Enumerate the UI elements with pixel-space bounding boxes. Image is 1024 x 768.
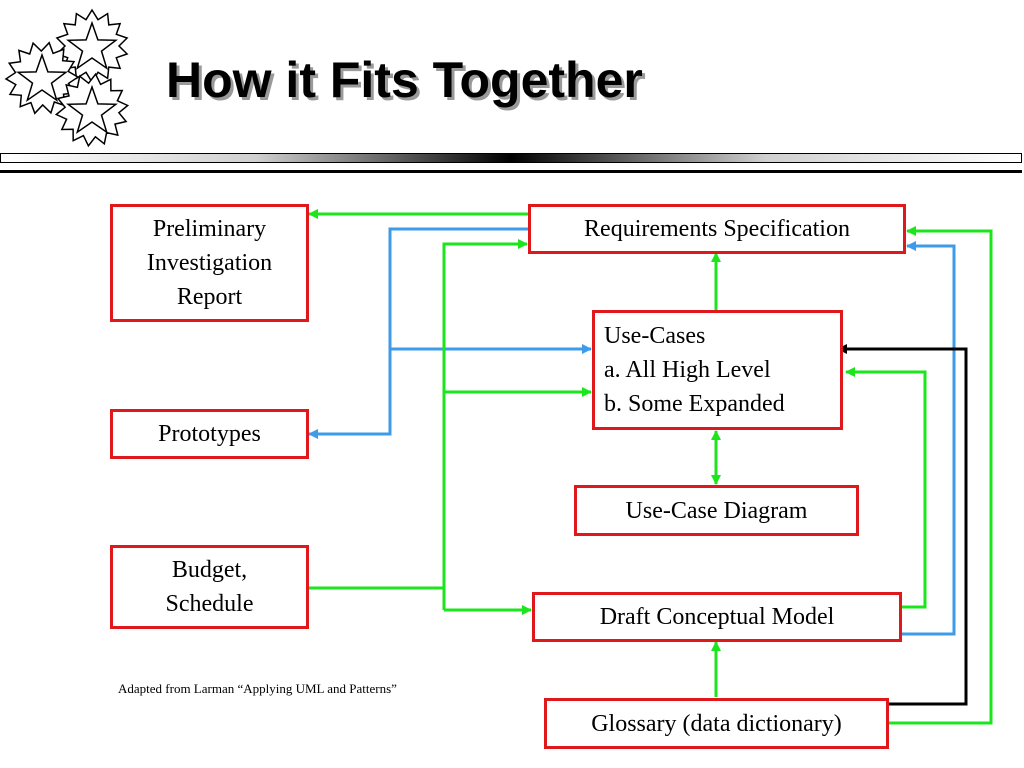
use-cases-box: Use-Cases a. All High Level b. Some Expa… [592, 310, 843, 430]
source-credit: Adapted from Larman “Applying UML and Pa… [118, 681, 397, 696]
title-divider-line [0, 170, 1022, 173]
slide-title: How it Fits Together [166, 52, 643, 108]
box-line: Use-Cases [604, 323, 706, 349]
box-line: Budget, [171, 557, 248, 583]
draft-conceptual-model-box: Draft Conceptual Model [532, 592, 902, 642]
star-icon [16, 52, 68, 103]
arrow-budget-to-requirements [442, 239, 528, 610]
box-line: Draft Conceptual Model [599, 604, 835, 630]
requirements-specification-box: Requirements Specification [528, 204, 906, 254]
box-line: b. Some Expanded [604, 391, 785, 417]
glossary-box: Glossary (data dictionary) [544, 698, 889, 749]
box-line: Prototypes [158, 421, 261, 447]
prototypes-box: Prototypes [110, 409, 309, 459]
box-line: Preliminary [152, 216, 267, 242]
arrow-conceptual-model-to-requirements [902, 241, 956, 636]
box-line: Investigation [146, 250, 273, 276]
box-line: Glossary (data dictionary) [591, 710, 842, 737]
box-line: Schedule [165, 591, 254, 617]
arrow-glossary-to-use-cases [837, 344, 968, 706]
box-line: Use-Case Diagram [625, 497, 808, 524]
stars-cluster-icon [4, 8, 130, 148]
box-line: a. All High Level [604, 357, 771, 383]
preliminary-investigation-report-box: Preliminary Investigation Report [110, 204, 309, 322]
arrow-conceptual-model-to-use-cases [845, 367, 927, 609]
arrow-requirements-to-prototypes [308, 227, 529, 439]
box-line: Requirements Specification [584, 216, 850, 242]
star-icon [66, 20, 118, 71]
title-divider-bar [0, 153, 1022, 163]
box-line: Report [176, 284, 243, 310]
budget-schedule-box: Budget, Schedule [110, 545, 309, 629]
star-icon [66, 84, 118, 135]
use-case-diagram-box: Use-Case Diagram [574, 485, 859, 536]
arrow-glossary-to-requirements [888, 226, 993, 725]
